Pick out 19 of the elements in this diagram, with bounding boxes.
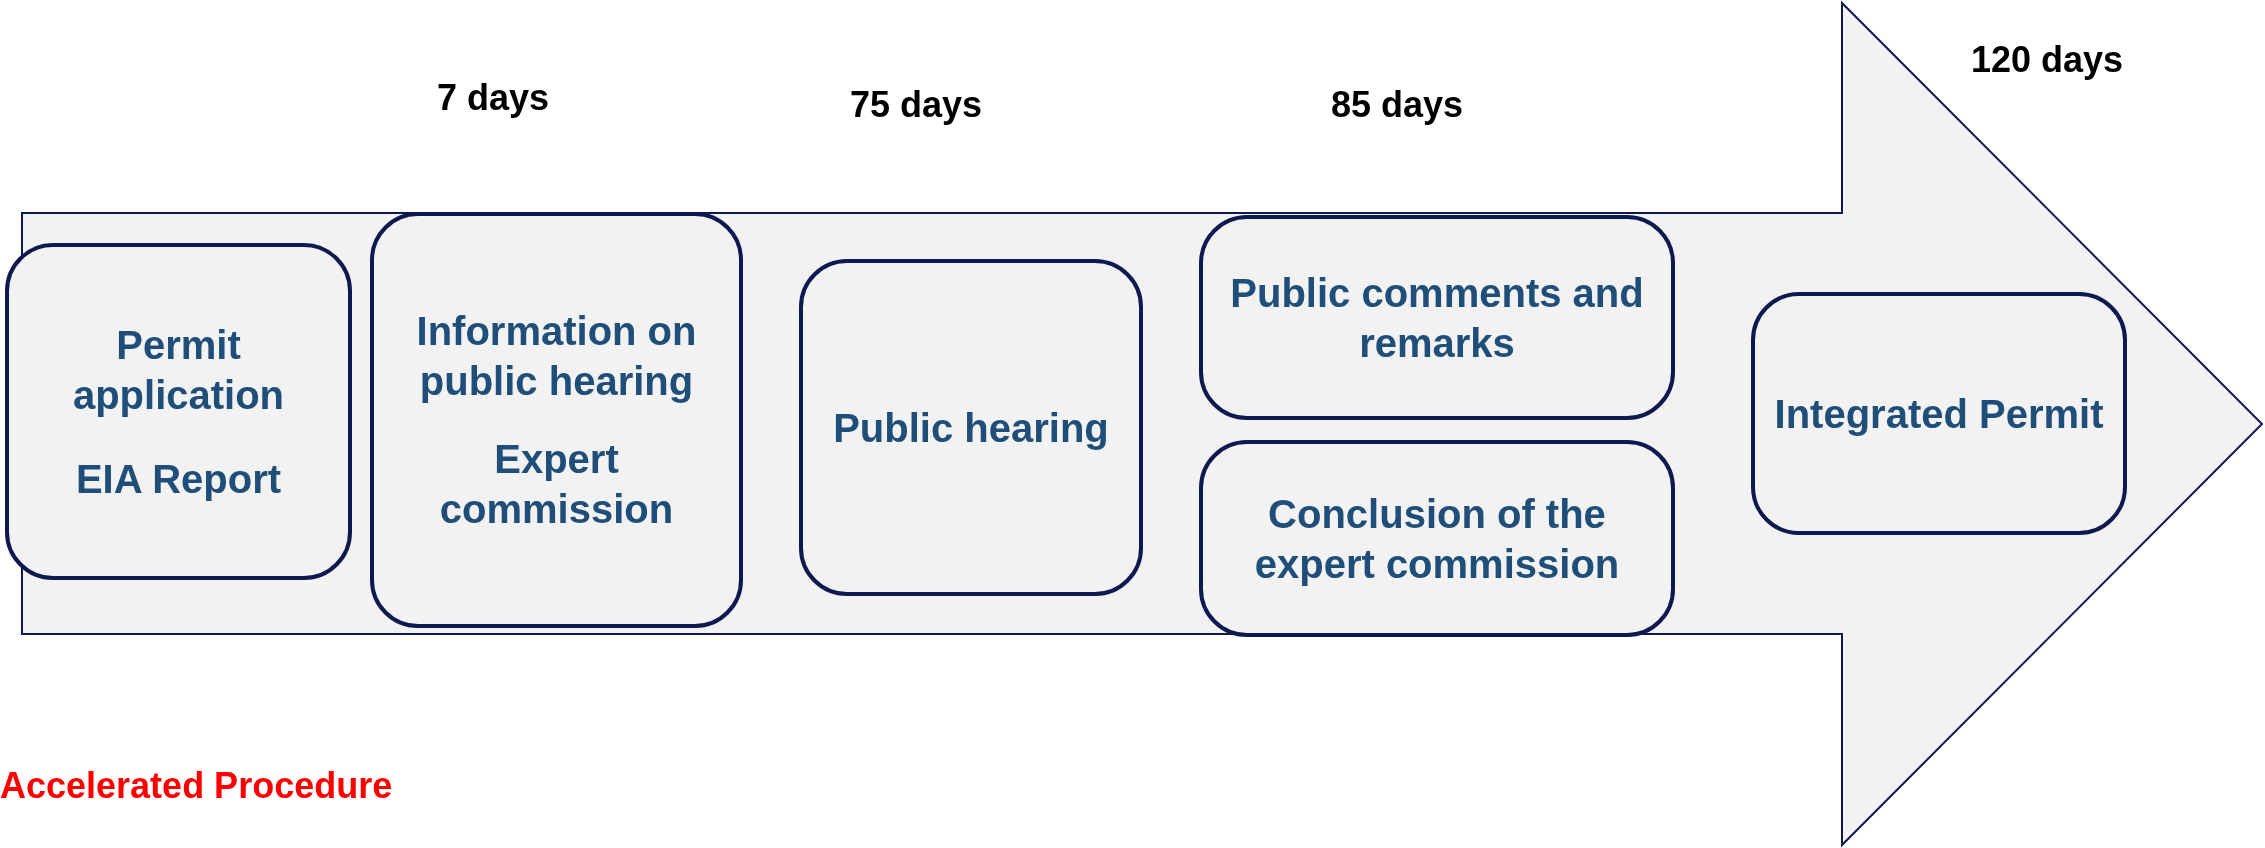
step-text: Integrated Permit [1774,390,2104,438]
step-text: Permit application [71,321,286,419]
day-count: 85 days [1331,84,1464,126]
step-text: Conclusion of the expert commission [1253,490,1621,588]
step-text: Public hearing [833,404,1109,452]
process-box [370,212,743,628]
process-box [799,259,1143,596]
procedure-title: Accelerated Procedure [0,765,393,807]
step-text: EIA Report [75,455,282,503]
process-box [1751,292,2127,535]
day-count: 7 days [437,77,550,119]
step-text: Information on public hearing [415,308,698,405]
day-count: 120 days [1971,39,2124,81]
day-count: 75 days [850,84,983,126]
process-box [5,243,352,580]
process-box [1199,440,1675,637]
step-text: Expert commission [438,436,675,533]
step-text: Public comments and remarks [1229,269,1645,367]
process-box [1199,215,1675,420]
